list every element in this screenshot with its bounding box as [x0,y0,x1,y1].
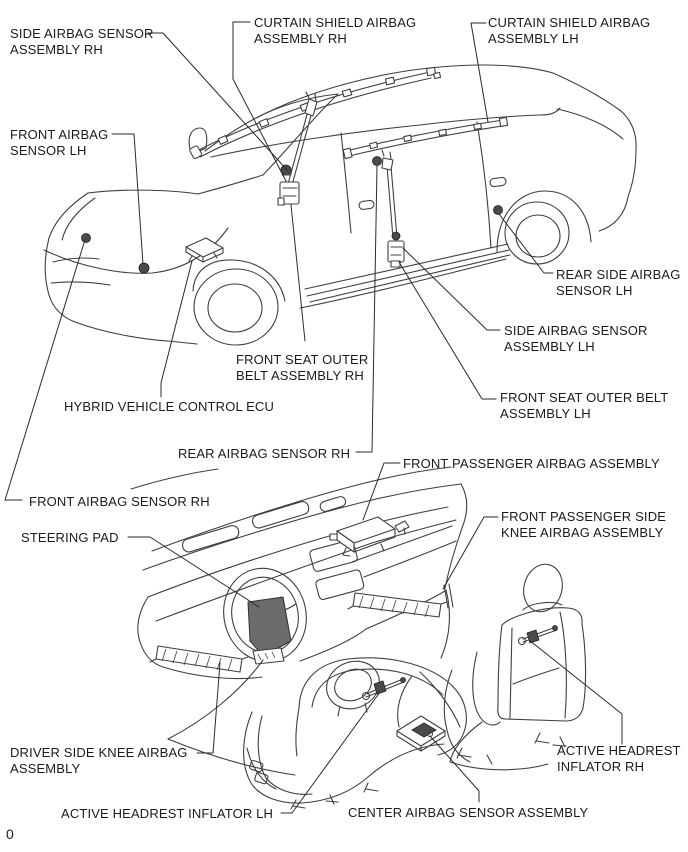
label-front-seat-outer-belt-lh: FRONT SEAT OUTER BELT ASSEMBLY LH [500,390,669,421]
label-front-passenger-airbag: FRONT PASSENGER AIRBAG ASSEMBLY [403,456,660,471]
front-airbag-sensor-rh-part [81,233,91,243]
label-active-headrest-inflator-rh: ACTIVE HEADREST INFLATOR RH [557,743,681,774]
rear-wheel-arch [496,190,592,253]
curtain-shield-airbag-rh [189,66,442,160]
leader-rear-side-airbag-sensor-lh [498,213,554,274]
car-exterior-drawing [43,64,637,346]
side-airbag-sensor-lh-part [391,231,401,241]
label-curtain-shield-rh: CURTAIN SHIELD AIRBAG ASSEMBLY RH [254,15,417,46]
label-front-airbag-sensor-lh: FRONT AIRBAG SENSOR LH [10,127,109,158]
car-interior-drawing [130,466,587,810]
driver-knee-airbag-part [149,645,249,673]
label-hybrid-vehicle-control-ecu: HYBRID VEHICLE CONTROL ECU [64,399,275,414]
leader-front-passenger-knee-airbag [442,516,499,590]
hybrid-vehicle-control-ecu-part [185,237,224,263]
leader-curtain-shield-rh [232,21,287,182]
front-wheel [193,268,279,346]
front-wheel-arch [192,259,286,302]
active-headrest-inflator-lh-part [361,677,406,701]
leader-rear-airbag-sensor-rh [355,165,378,453]
leader-front-seat-outer-belt-rh [290,204,306,342]
driver-seat [243,657,493,810]
passenger-seat [443,563,587,771]
leader-front-airbag-sensor-lh [111,133,144,265]
label-curtain-shield-lh: CURTAIN SHIELD AIRBAG ASSEMBLY LH [488,15,651,46]
label-side-airbag-sensor-rh: SIDE AIRBAG SENSOR ASSEMBLY RH [10,26,154,57]
front-airbag-sensor-lh-part [138,262,150,274]
label-rear-airbag-sensor-rh: REAR AIRBAG SENSOR RH [178,446,351,461]
label-active-headrest-inflator-lh: ACTIVE HEADREST INFLATOR LH [61,806,274,821]
door-handle-front [358,199,375,210]
label-driver-knee-airbag: DRIVER SIDE KNEE AIRBAG ASSEMBLY [10,745,188,776]
leader-active-headrest-rh [528,639,623,745]
leader-front-airbag-sensor-rh [4,242,85,501]
rear-airbag-sensor-rh-part [372,156,382,166]
center-airbag-sensor-part [396,671,461,752]
leader-steering-pad [127,536,260,608]
label-rear-side-airbag-sensor-lh: REAR SIDE AIRBAG SENSOR LH [556,267,681,298]
leader-center-airbag-sensor [429,735,480,803]
curtain-shield-airbag-lh [342,116,509,160]
leader-side-airbag-sensor-lh [402,247,501,331]
leader-side-airbag-sensor-rh [147,32,288,171]
rear-side-airbag-sensor-lh-part [493,205,503,215]
leader-curtain-shield-lh [470,22,489,123]
page-marker: 0 [6,826,14,842]
leader-front-seat-outer-belt-lh [398,261,497,400]
front-passenger-airbag-part [329,516,410,557]
passenger-headrest [523,563,563,613]
leader-hybrid-ecu [160,260,193,398]
label-steering-pad: STEERING PAD [21,530,119,545]
label-front-seat-outer-belt-rh: FRONT SEAT OUTER BELT ASSEMBLY RH [236,352,369,383]
front-passenger-knee-airbag-part [347,592,448,618]
front-seat-outer-belt-rh-part [277,91,318,206]
leader-front-passenger-airbag [362,462,401,521]
door-handle-rear [489,176,507,188]
label-front-passenger-knee-airbag: FRONT PASSENGER SIDE KNEE AIRBAG ASSEMBL… [501,509,667,540]
leader-lines [4,21,623,814]
leader-driver-knee-airbag [196,662,221,754]
front-seat-outer-belt-lh-part [381,149,405,268]
label-side-airbag-sensor-lh: SIDE AIRBAG SENSOR ASSEMBLY LH [504,323,648,354]
driver-headrest [326,660,380,710]
label-center-airbag-sensor: CENTER AIRBAG SENSOR ASSEMBLY [348,805,589,820]
active-headrest-inflator-rh-part [517,625,558,646]
label-front-airbag-sensor-rh: FRONT AIRBAG SENSOR RH [29,494,210,509]
leader-active-headrest-lh [280,691,381,814]
